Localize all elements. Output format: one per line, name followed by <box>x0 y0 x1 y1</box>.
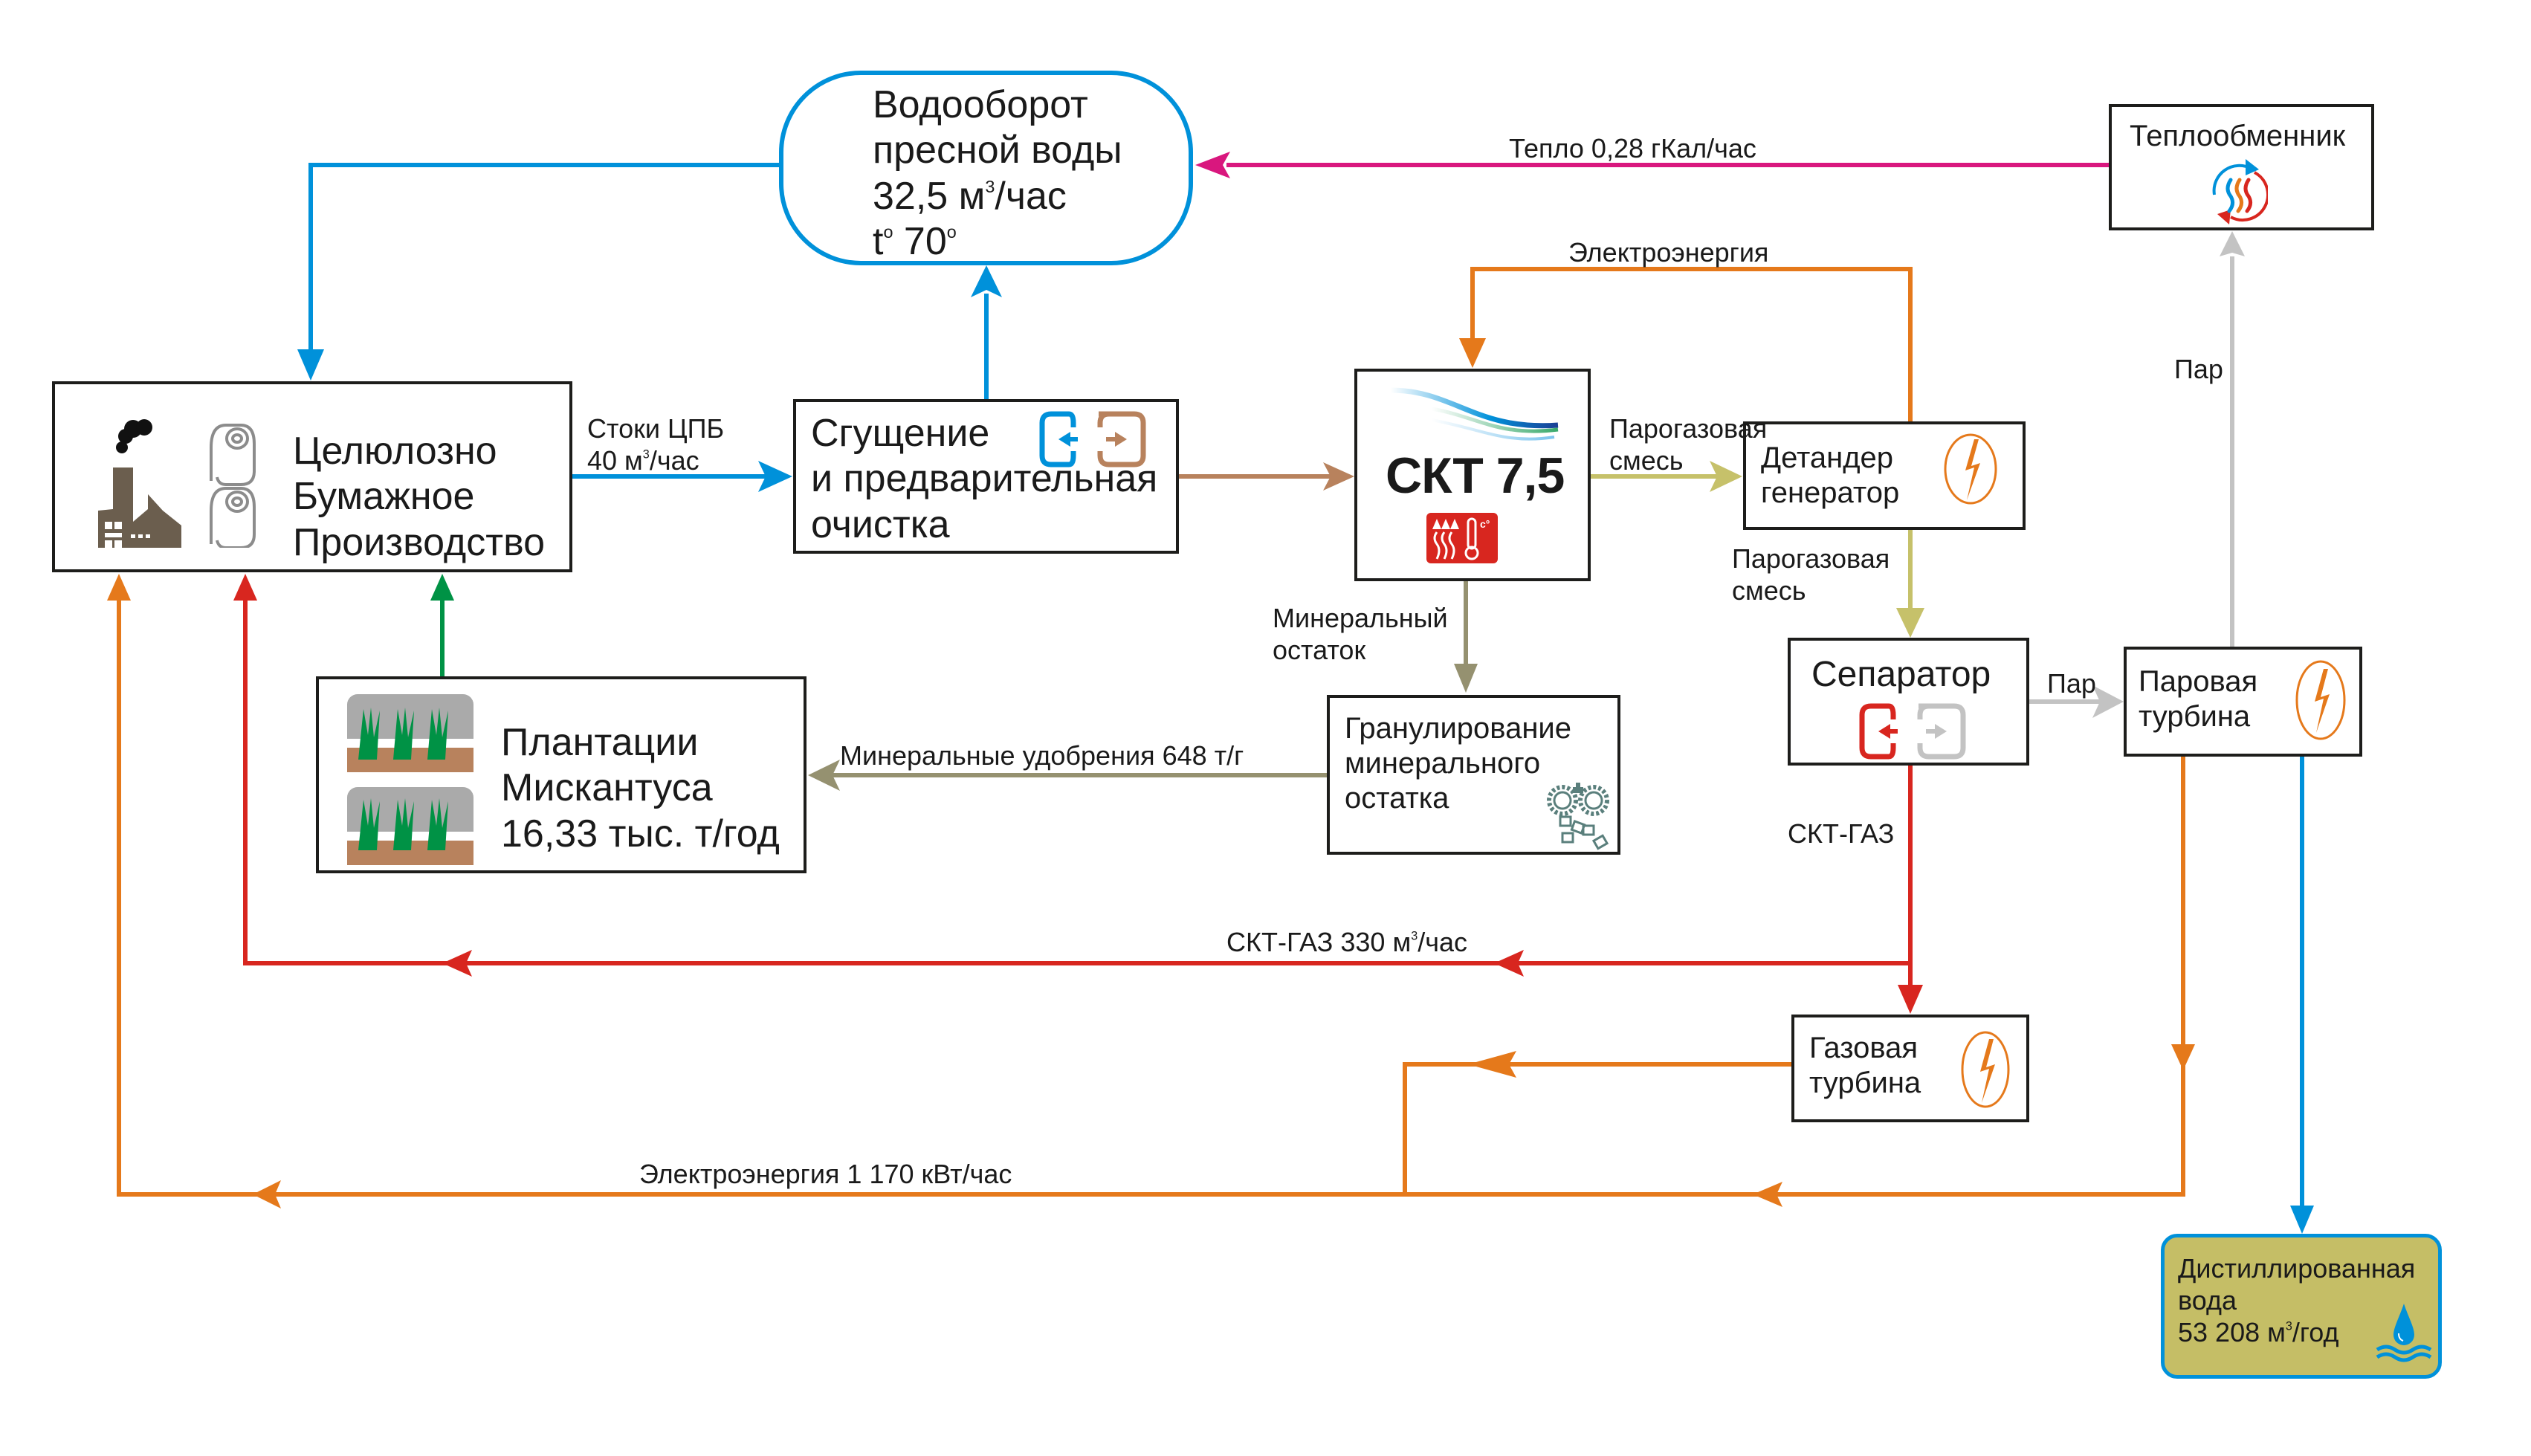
svg-text:c°: c° <box>1480 518 1490 530</box>
arrowhead-electricity-bottom-left <box>253 1180 281 1209</box>
distilled-line3: 53 208 м3/год <box>2178 1317 2339 1348</box>
plantation-icon <box>347 694 473 865</box>
steam-turbine-line1: Паровая <box>2139 665 2258 698</box>
gas-turbine-line1: Газовая <box>1809 1032 1919 1064</box>
granulation-line2: минерального <box>1345 747 1541 780</box>
thickening-line1: Сгущение <box>811 412 990 455</box>
flow-water-to-mill <box>308 163 779 357</box>
lightning-icon <box>1944 433 1997 505</box>
node-gas-turbine[interactable]: Газовая турбина <box>1791 1015 2029 1122</box>
arrowhead-biomass <box>430 574 454 601</box>
skt-title: СКТ 7,5 <box>1386 447 1565 504</box>
node-steam-turbine[interactable]: Паровая турбина <box>2124 647 2362 757</box>
lightning-icon <box>1961 1031 2010 1108</box>
arrowhead-electricity-top <box>1459 338 1486 368</box>
label-electricity-top: Электроэнергия <box>1568 237 1769 268</box>
label-electricity-bottom: Электроэнергия 1 170 кВт/час <box>639 1159 1012 1189</box>
steam-turbine-line2: турбина <box>2139 700 2251 734</box>
separation-icon <box>1039 411 1146 467</box>
plantations-line3: 16,33 тыс. т/год <box>501 812 780 855</box>
thickening-line2: и предварительная <box>811 457 1158 501</box>
thickening-line3: очистка <box>811 502 950 546</box>
arrowhead-mineral-residue <box>1454 664 1478 693</box>
arrowhead-steam-1 <box>2092 685 2124 718</box>
gears-icon <box>1547 783 1609 850</box>
distilled-line2: вода <box>2178 1285 2237 1316</box>
separator-title: Сепаратор <box>1811 655 1991 694</box>
granulation-line1: Гранулирование <box>1345 712 1572 745</box>
label-vapor-gas-1: Парогазовая смесь <box>1609 413 1768 476</box>
granulation-line3: остатка <box>1345 782 1449 815</box>
arrowhead-water-to-mill <box>297 349 324 381</box>
label-vapor-gas-2: Парогазовая смесь <box>1732 543 1890 606</box>
label-skt-gas-down: СКТ-ГАЗ <box>1788 818 1895 849</box>
label-fertilizer: Минеральные удобрения 648 т/г <box>840 740 1244 771</box>
heat-exchange-icon <box>2212 159 2268 224</box>
label-mineral-residue: Минеральный остаток <box>1273 603 1448 666</box>
flow-electricity-steam-turbine <box>117 598 2185 1197</box>
plantations-line1: Плантации <box>501 721 699 764</box>
node-expander[interactable]: Детандер генератор <box>1743 421 2026 530</box>
paper-mill-line2: Бумажное <box>293 475 475 519</box>
node-paper-mill[interactable]: Целюлозно Бумажное Производство <box>52 381 572 572</box>
heat-exchanger-title: Теплообменник <box>2130 120 2346 152</box>
plantations-line2: Мискантуса <box>501 766 713 810</box>
node-thickening[interactable]: Сгущение и предварительная очистка <box>793 399 1179 554</box>
flow-electricity-gas-turbine <box>1403 1062 1791 1194</box>
node-plantations[interactable]: Плантации Мискантуса 16,33 тыс. т/год <box>316 676 807 873</box>
flow-electricity-top <box>1470 267 1913 421</box>
label-steam-to-exchanger: Пар <box>2174 354 2223 384</box>
expander-line1: Детандер <box>1761 441 1894 474</box>
water-cycle-line1: Водооборот <box>873 83 1088 126</box>
arrowhead-thickening-to-water <box>971 265 1002 297</box>
flow-skt-gas <box>243 598 1913 965</box>
paper-mill-line3: Производство <box>293 520 546 564</box>
gas-turbine-line2: турбина <box>1809 1067 1921 1100</box>
lightning-icon <box>2295 660 2346 740</box>
arrowhead-heat <box>1195 152 1230 178</box>
node-water-cycle[interactable]: Водооборот пресной воды 32,5 м3/час to 7… <box>779 71 1193 265</box>
arrowhead-electricity-mill <box>107 574 131 601</box>
separation-icon <box>1859 703 1966 760</box>
water-drop-icon <box>2376 1304 2432 1362</box>
label-wastewater: Стоки ЦПБ 40 м3/час <box>587 413 725 476</box>
arrowhead-skt-gas-mill <box>233 574 257 601</box>
arrowhead-steam-2 <box>2220 231 2245 256</box>
heat-thermometer-icon: c° <box>1426 513 1498 563</box>
arrowhead-wastewater <box>758 461 792 492</box>
paper-mill-line1: Целюлозно <box>293 430 497 473</box>
label-skt-gas-main: СКТ-ГАЗ 330 м3/час <box>1226 927 1467 957</box>
node-separator[interactable]: Сепаратор <box>1788 638 2029 766</box>
label-steam-to-turbine: Пар <box>2047 668 2096 699</box>
arrowhead-skt-gas-down <box>1898 985 1923 1014</box>
arrowhead-vapor-gas-1 <box>1710 461 1742 492</box>
arrowhead-electricity-gas-turbine <box>1468 1051 1516 1078</box>
arrowhead-electricity-bottom-right <box>1753 1182 1782 1207</box>
arrowhead-slurry <box>1323 462 1354 491</box>
distilled-line1: Дистиллированная <box>2178 1253 2416 1284</box>
arrowhead-fertilizer <box>808 760 840 791</box>
arrowhead-skt-gas-left <box>442 950 472 977</box>
arrowhead-electricity-steam-down <box>2171 1044 2195 1070</box>
label-heat: Тепло 0,28 гКал/час <box>1509 133 1756 164</box>
arrowhead-distilled <box>2290 1206 2314 1234</box>
water-cycle-line4: to 70o <box>873 220 957 264</box>
arrowhead-skt-gas-mid <box>1494 950 1524 977</box>
factory-icon <box>98 419 181 548</box>
wave-logo-icon <box>1390 387 1559 441</box>
node-heat-exchanger[interactable]: Теплообменник <box>2109 104 2374 230</box>
arrowhead-vapor-gas-2 <box>1896 608 1924 638</box>
node-skt[interactable]: СКТ 7,5 c° <box>1354 369 1591 581</box>
paper-roll-icon <box>210 424 256 548</box>
expander-line2: генератор <box>1761 476 1900 510</box>
node-granulation[interactable]: Гранулирование минерального остатка <box>1327 695 1620 855</box>
water-cycle-line2: пресной воды <box>873 129 1122 172</box>
water-cycle-line3: 32,5 м3/час <box>873 174 1067 218</box>
node-distilled-water[interactable]: Дистиллированная вода 53 208 м3/год <box>2161 1234 2442 1379</box>
